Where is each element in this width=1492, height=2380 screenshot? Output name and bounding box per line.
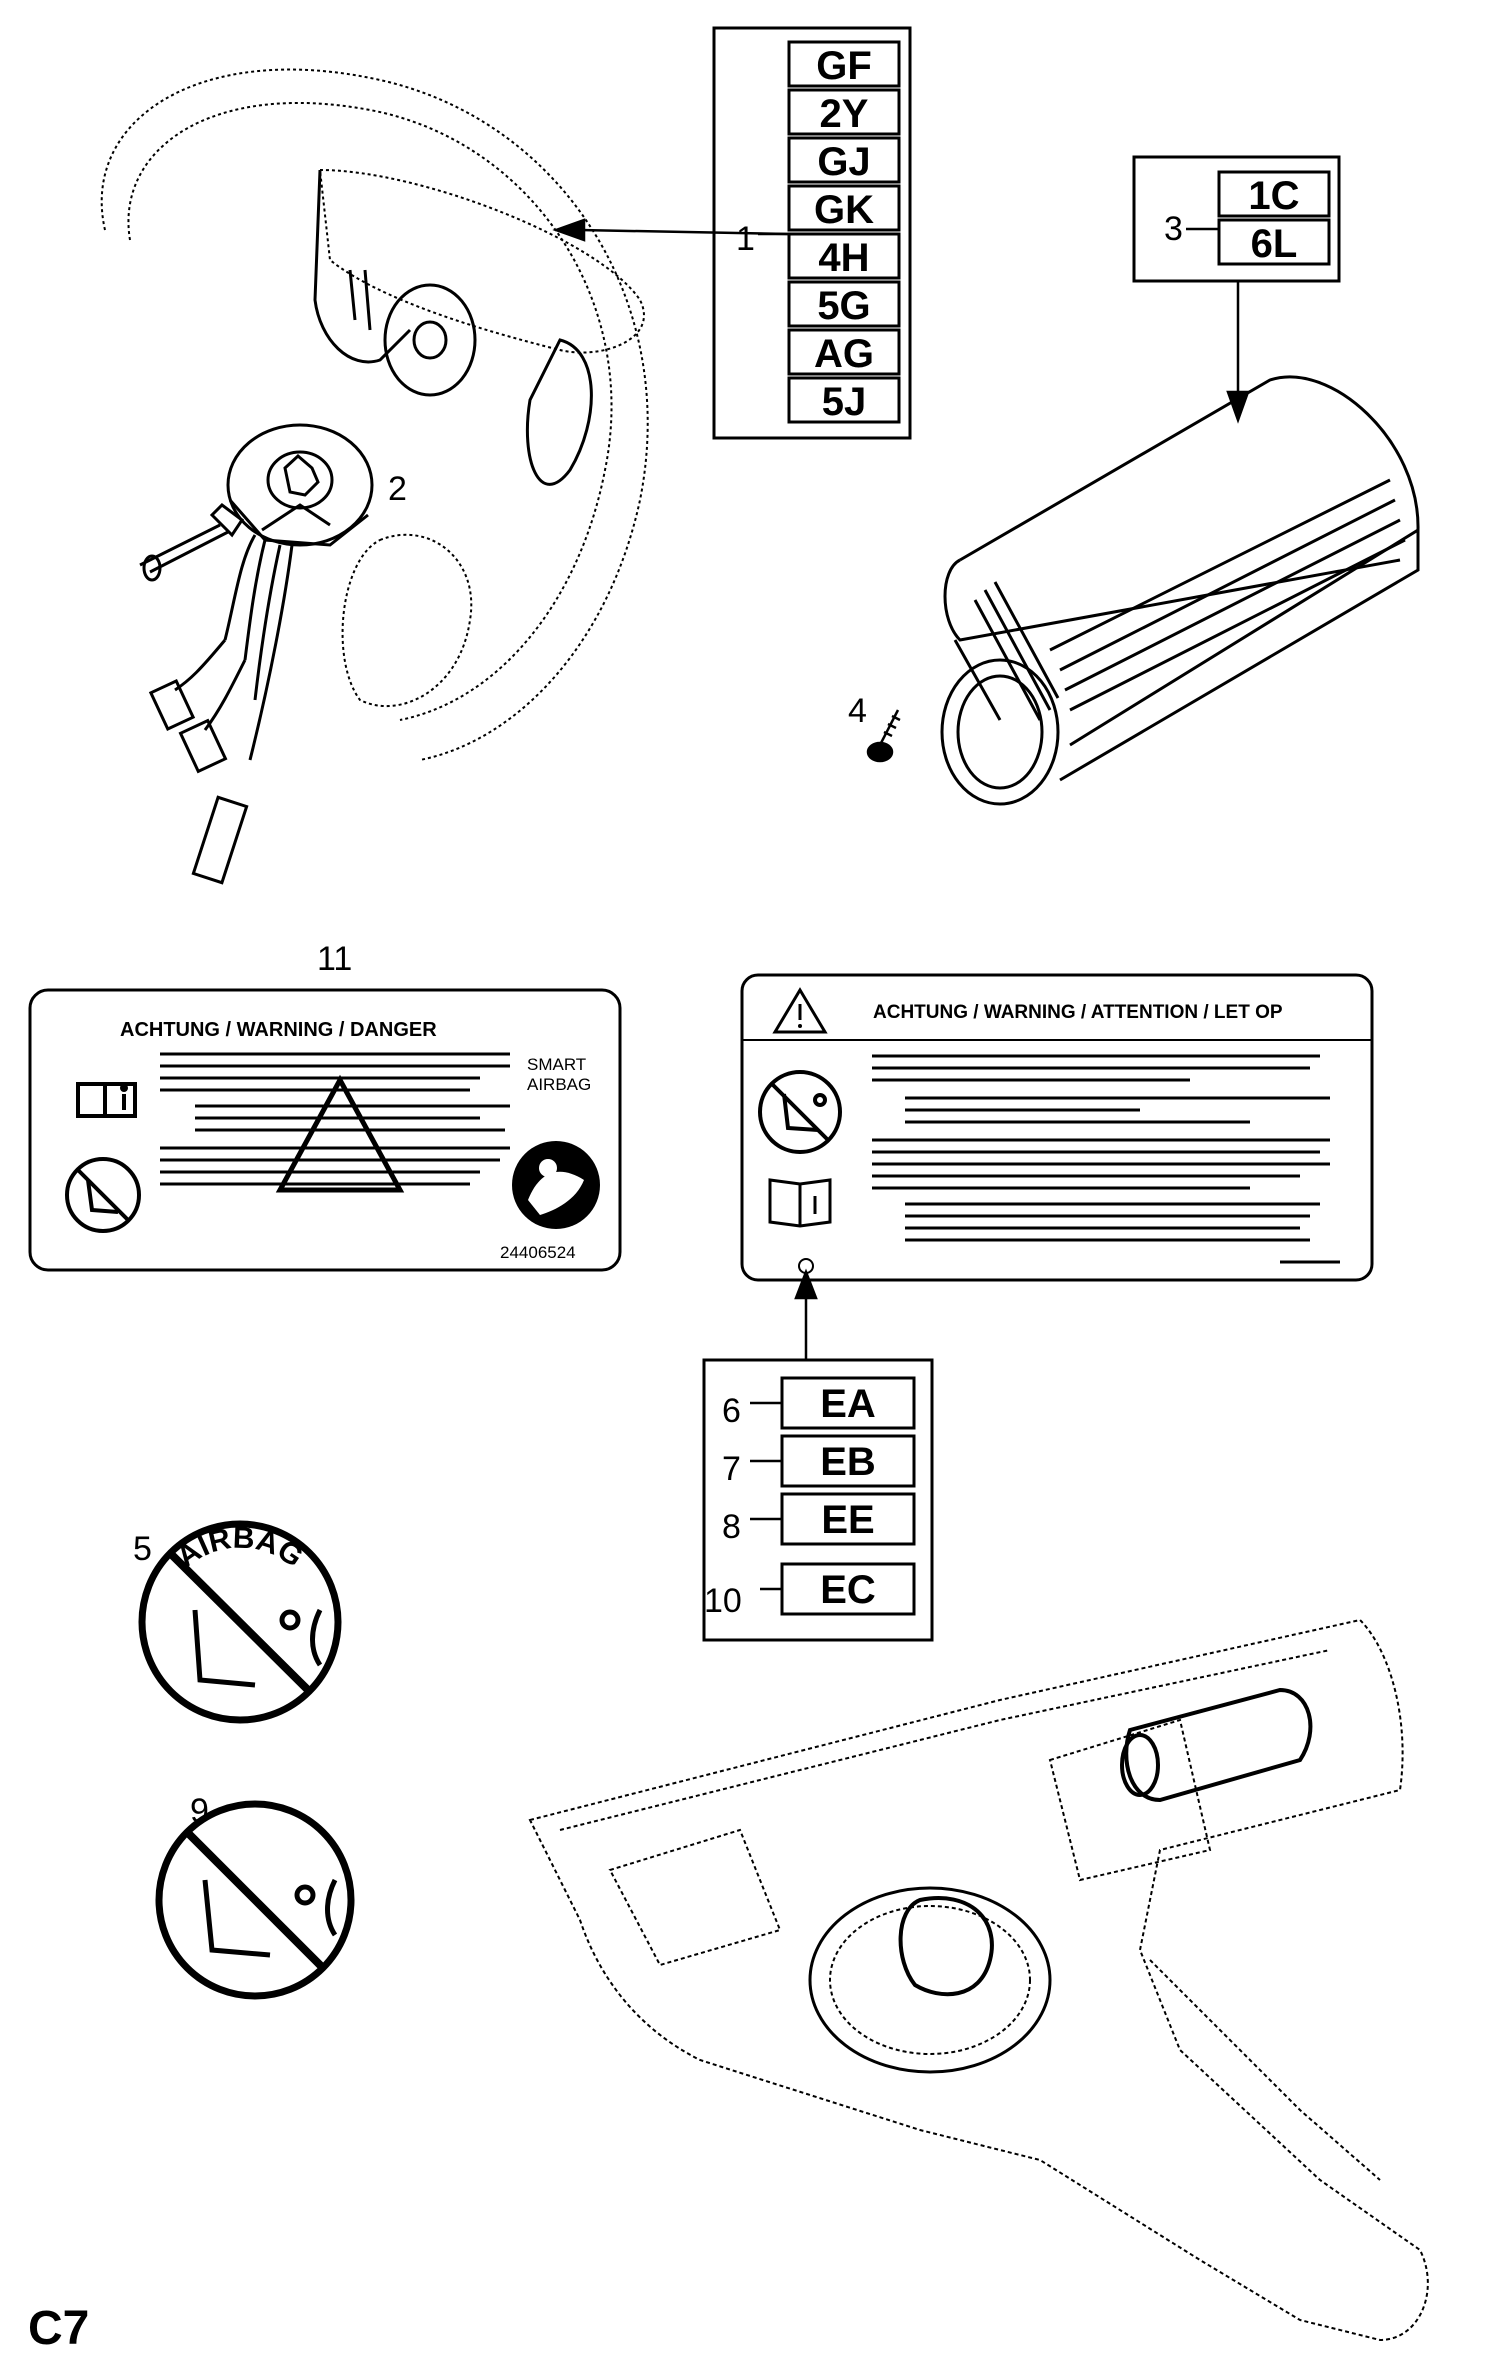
code-10: EC xyxy=(820,1568,876,1612)
manual-book-icon xyxy=(76,1082,137,1118)
smart-airbag-icon xyxy=(512,1141,600,1229)
callout-4: 4 xyxy=(848,692,867,730)
fine-print-lines-right xyxy=(872,1054,1340,1264)
code-1-5: 5G xyxy=(817,284,870,328)
screw-item-4 xyxy=(866,709,901,763)
warning-label-right: ACHTUNG / WARNING / ATTENTION / LET OP xyxy=(740,973,1374,1282)
code-table-item-3: 1C 6L xyxy=(1132,155,1341,283)
leader-arrow-label-right xyxy=(794,1268,818,1360)
code-6: EA xyxy=(820,1382,876,1426)
label-left-heading: ACHTUNG / WARNING / DANGER xyxy=(120,1019,437,1041)
warning-triangle-icon xyxy=(275,1074,405,1193)
clock-spring-drawing xyxy=(139,423,374,885)
callout-1: 1 xyxy=(736,220,755,258)
fine-print-lines-left xyxy=(160,1052,510,1186)
warning-label-left: ACHTUNG / WARNING / DANGER SMART AIRBAG … xyxy=(28,988,622,1272)
code-7: EB xyxy=(820,1440,876,1484)
code-1-2: GJ xyxy=(817,140,870,184)
no-child-seat-icon xyxy=(65,1157,141,1233)
callout-6: 6 xyxy=(722,1392,741,1430)
callout-8: 8 xyxy=(722,1508,741,1546)
dashboard-highlighted-airbags xyxy=(898,1687,1313,1997)
page-code: C7 xyxy=(28,2302,89,2355)
label-left-airbag: AIRBAG xyxy=(527,1075,591,1094)
code-table-items-6-10: EA EB EE EC xyxy=(702,1358,934,1642)
code-3-0: 1C xyxy=(1248,174,1299,218)
steering-wheel-airbag-drawing xyxy=(100,68,649,761)
steering-wheel-hub xyxy=(313,169,593,486)
code-1-4: 4H xyxy=(818,236,869,280)
dashboard-drawing xyxy=(528,1618,1429,2342)
child-seat-warning-badge xyxy=(155,1800,355,2000)
label-left-smart: SMART xyxy=(527,1055,586,1074)
leader-arrow-item-3 xyxy=(1186,227,1250,424)
callout-3: 3 xyxy=(1164,210,1183,248)
callout-7: 7 xyxy=(722,1450,741,1488)
label-left-part-number: 24406524 xyxy=(500,1243,576,1262)
label-right-heading: ACHTUNG / WARNING / ATTENTION / LET OP xyxy=(873,1002,1283,1023)
code-8: EE xyxy=(821,1498,874,1542)
callout-5: 5 xyxy=(133,1530,152,1568)
leader-arrow-item-1 xyxy=(552,218,790,242)
warning-triangle-icon-right xyxy=(772,987,828,1034)
no-child-seat-icon-right xyxy=(758,1070,842,1154)
badge-airbag-text: AIRBAG xyxy=(171,1521,309,1573)
callout-2: 2 xyxy=(388,470,407,508)
passenger-airbag-module-drawing xyxy=(940,375,1420,806)
callout-11: 11 xyxy=(317,940,352,978)
callout-10: 10 xyxy=(704,1582,742,1620)
code-table-item-1: GF 2Y GJ GK 4H 5G AG 5J xyxy=(712,26,912,440)
code-1-0: GF xyxy=(816,44,872,88)
airbag-warning-badge: AIRBAG xyxy=(138,1520,342,1724)
code-1-6: AG xyxy=(814,332,874,376)
code-1-3: GK xyxy=(814,188,874,232)
code-3-1: 6L xyxy=(1251,222,1298,266)
manual-book-icon-right xyxy=(768,1178,832,1228)
code-1-1: 2Y xyxy=(820,92,869,136)
code-1-7: 5J xyxy=(822,380,867,424)
